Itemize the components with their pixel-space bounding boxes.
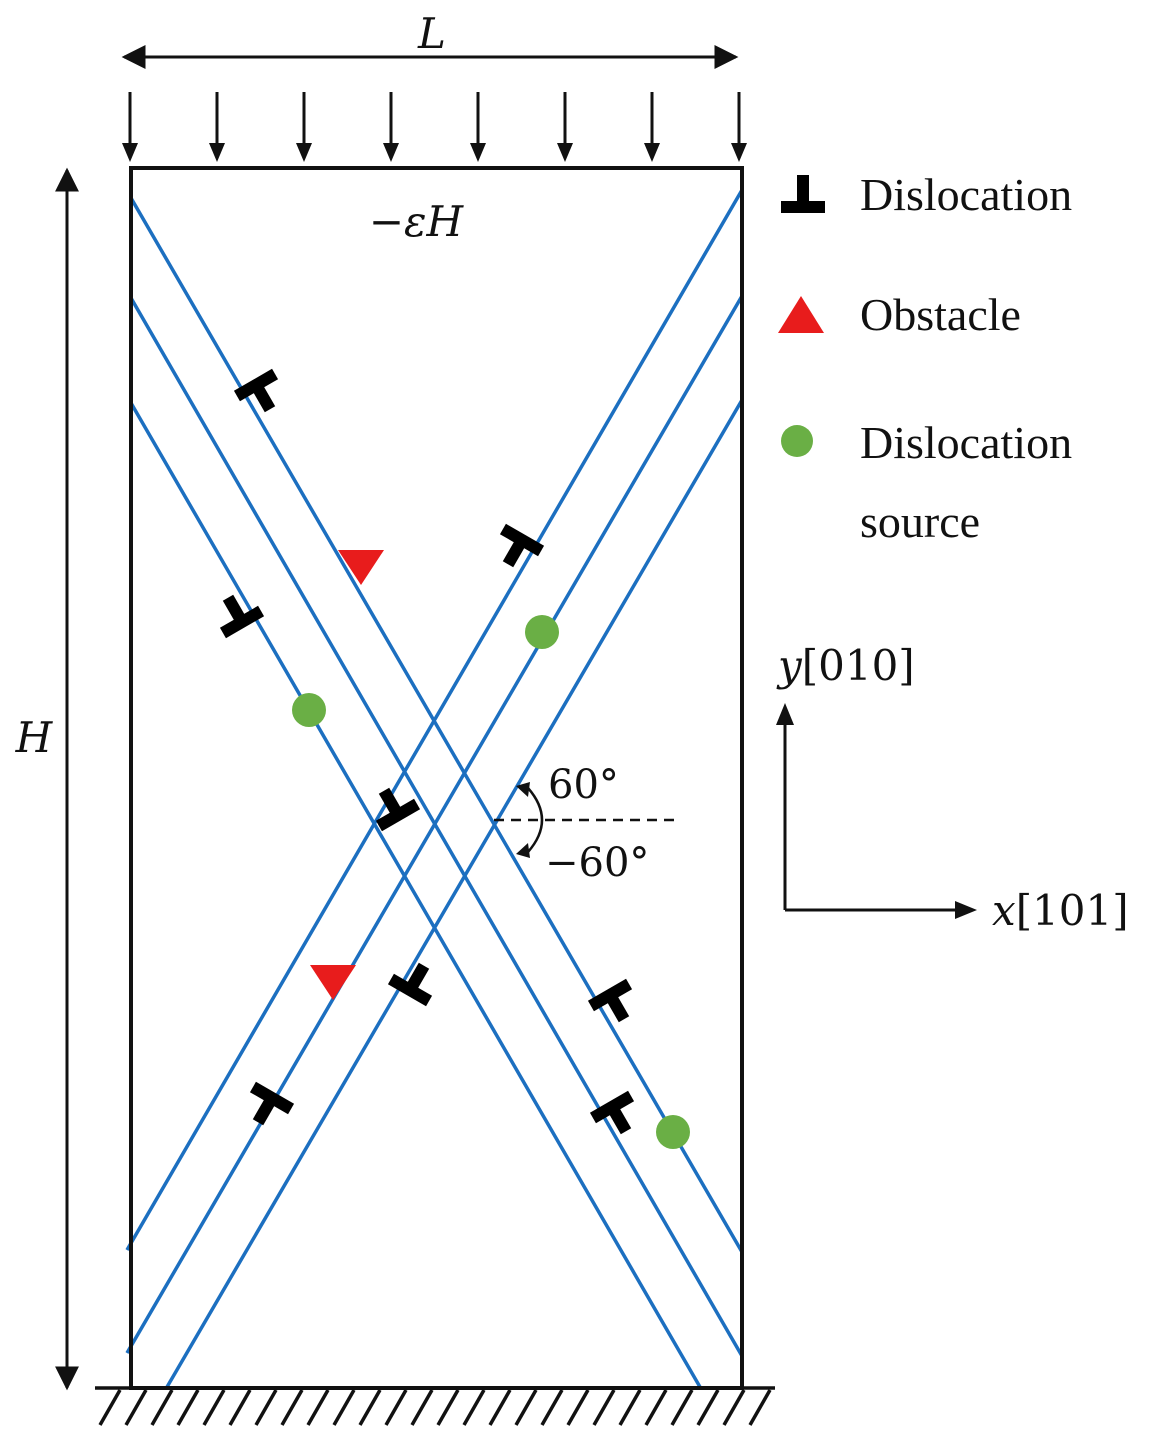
load-arrow [122, 92, 138, 162]
sources [292, 615, 690, 1149]
height-label: H [15, 713, 54, 762]
angle-arrowhead-down [516, 843, 530, 858]
angle-label-down: −60° [545, 840, 649, 886]
legend: Dislocation Obstacle Dislocation source [778, 169, 1072, 547]
load-arrow [383, 92, 399, 162]
angle-annotation: 60° −60° [494, 762, 680, 886]
slip-plane-descending-3 [129, 402, 702, 1388]
slip-plane-ascending-1 [125, 189, 744, 1251]
width-label: L [417, 9, 446, 58]
load-arrow [296, 92, 312, 162]
legend-source-label-2: source [860, 496, 980, 547]
source-icon [292, 693, 326, 727]
load-arrow [470, 92, 486, 162]
compression-arrows [122, 92, 747, 162]
legend-dislocation-label: Dislocation [860, 169, 1072, 220]
dislocation-icon [589, 1090, 635, 1135]
load-arrow [731, 92, 747, 162]
legend-dislocation-icon [781, 175, 825, 213]
obstacle-icon [338, 550, 384, 585]
y-axis-var: y [776, 641, 803, 690]
load-arrow [644, 92, 660, 162]
angle-label-up: 60° [548, 762, 619, 808]
load-arrow [209, 92, 225, 162]
dislocation-icon [499, 523, 545, 568]
legend-obstacle-icon [778, 296, 824, 333]
legend-source-label-1: Dislocation [860, 417, 1072, 468]
dislocation-icon [375, 787, 421, 832]
slip-plane-ascending-2 [125, 295, 744, 1354]
displacement-label: −εH [369, 197, 465, 246]
slip-planes [125, 189, 744, 1388]
obstacles [310, 550, 384, 1000]
slip-plane-descending-2 [129, 297, 744, 1357]
coordinate-axes: y[010] x[101] [776, 641, 1129, 935]
angle-arc [527, 787, 544, 853]
x-axis-label: x[101] [992, 886, 1129, 935]
source-icon [656, 1115, 690, 1149]
dislocations [219, 368, 635, 1135]
dislocation-icon [387, 962, 433, 1007]
dislocation-icon [219, 594, 265, 639]
fixed-base [95, 1386, 775, 1426]
legend-source-icon [781, 425, 813, 457]
dislocation-icon [587, 978, 633, 1023]
obstacle-icon [310, 965, 356, 1000]
angle-arrowhead-up [516, 782, 530, 797]
y-axis-label: y[010] [776, 641, 915, 690]
load-arrow [557, 92, 573, 162]
slip-plane-descending-1 [129, 197, 744, 1253]
y-axis-dir: [010] [802, 641, 915, 690]
dislocation-icon [249, 1081, 295, 1126]
slip-plane-ascending-3 [165, 399, 744, 1388]
x-axis-var: x [992, 886, 1016, 935]
x-axis-dir: [101] [1016, 886, 1129, 935]
legend-obstacle-label: Obstacle [860, 289, 1021, 340]
source-icon [525, 615, 559, 649]
dislocation-icon [233, 368, 279, 413]
